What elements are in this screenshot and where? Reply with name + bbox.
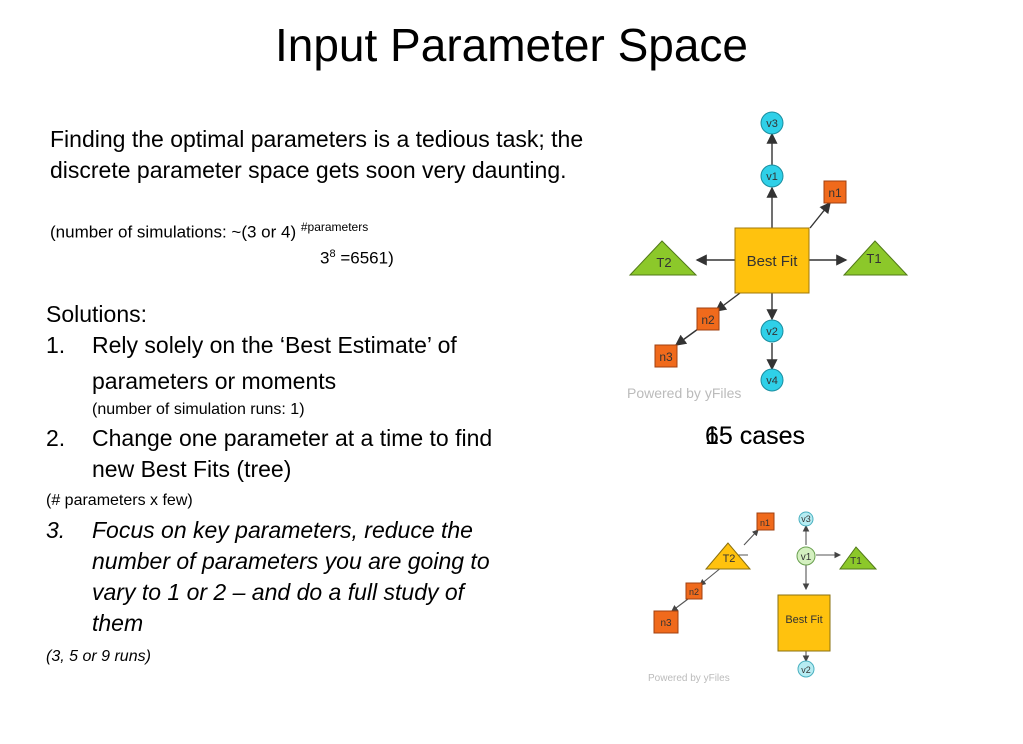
node-t2-label: T2 [656,255,671,270]
node-v3-label: v3 [766,118,778,130]
node-v3-shape [760,111,784,135]
item3-line4: them [92,610,144,636]
item3-number: 3. [46,517,66,543]
node-v4-label: v4 [766,375,778,387]
item1-line2: parameters or moments [92,368,337,394]
node-v2b-shape [797,660,815,678]
simulations-note: (number of simulations: ~(3 or 4) #param… [50,220,368,243]
cases-65: 65 cases [705,422,806,450]
item2-line2: new Best Fits (tree) [92,456,292,482]
best-fit-label-2: Best Fit [785,614,822,626]
focused-study-diagram: T2 v1 v3 T1 n1 Best Fit v2 n2 n3 Powered… [648,511,878,684]
item3-line1: Focus on key parameters, reduce the [92,517,473,543]
node-v2-shape [760,319,784,343]
node-n1-label: n1 [828,186,842,200]
node-t2b-label: T2 [723,553,736,565]
node-v2b-label: v2 [801,665,811,675]
node-v1b-label: v1 [801,552,812,563]
solutions-heading: Solutions: [46,301,148,327]
calc-exponent: 8 [329,248,336,260]
best-fit-tree-diagram: v3 v1 n1 Best Fit T2 T1 v2 v4 n2 n3 Powe… [627,111,909,401]
node-v3b-label: v3 [801,514,811,524]
cases-label: 15 cases 65 cases [705,422,845,456]
simulations-calc: 38 =6561) [320,248,394,269]
node-v3b-shape [798,511,814,527]
node-n1b-label: n1 [760,518,770,528]
page-title: Input Parameter Space [274,19,749,71]
item2-number: 2. [46,425,66,451]
node-t1b-label: T1 [850,556,862,567]
item3-line3: vary to 1 or 2 – and do a full study of [92,579,465,605]
node-n1b-shape [756,512,775,531]
calc-result: =6561) [335,248,394,268]
node-n1-shape [823,180,847,204]
item2-note: (# parameters x few) [46,492,193,509]
yfiles-watermark: Powered by yFiles [627,385,741,401]
node-v2-label: v2 [766,326,778,338]
node-v1-label: v1 [766,171,778,183]
item1-note: (number of simulation runs: 1) [92,401,305,418]
node-t2b-shape [704,542,752,570]
cases-15: 15 cases [705,422,806,450]
best-fit-box-2 [777,594,831,652]
node-t1-label: T1 [866,251,881,266]
intro-paragraph: Finding the optimal parameters is a tedi… [50,126,584,183]
node-v1-shape [760,164,784,188]
node-n3b-shape [653,610,679,634]
parameters-exponent: #parameters [300,220,369,234]
best-fit-label: Best Fit [747,253,799,270]
node-n3-label: n3 [659,350,673,364]
node-n2-shape [696,307,720,331]
node-n3b-label: n3 [660,618,672,629]
node-v1b-shape [796,546,816,566]
item3-line2: number of parameters you are going to [92,548,490,574]
node-n2b-label: n2 [689,587,699,597]
node-t1-shape [842,240,909,276]
item1-line1: Rely solely on the ‘Best Estimate’ of [92,332,457,358]
node-n2-label: n2 [701,313,715,327]
item3-note: (3, 5 or 9 runs) [46,648,151,665]
node-n3-shape [654,344,678,368]
yfiles-watermark-2: Powered by yFiles [648,673,730,684]
item2-line1: Change one parameter at a time to find [92,425,493,451]
calc-base: 3 [320,248,330,268]
best-fit-box [734,227,810,294]
node-t2-shape [628,240,698,276]
item1-number: 1. [46,332,66,358]
node-n2b-shape [685,582,703,600]
node-v4-shape [760,368,784,392]
node-t1b-shape [839,546,878,570]
simulations-note-text: (number of simulations: ~(3 or 4) [50,222,301,242]
